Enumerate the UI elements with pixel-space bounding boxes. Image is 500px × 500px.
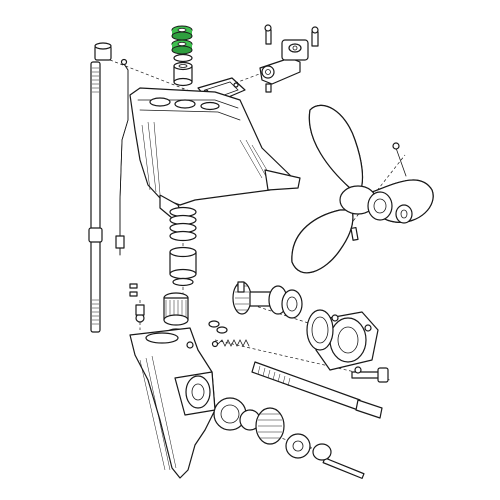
propeller-shaft (251, 361, 383, 419)
bolt (351, 367, 389, 383)
carrier-gasket (306, 309, 334, 351)
prop-nut (395, 204, 413, 224)
upper-gearcase-housing (129, 87, 301, 219)
detent-spring (211, 339, 250, 348)
cotter-pin (350, 142, 407, 241)
small-o-rings (208, 320, 228, 334)
clutch-dog (285, 433, 311, 459)
upper-bearing-stack (173, 53, 193, 87)
small-pins-left (129, 283, 145, 323)
lower-gearcase (129, 327, 216, 479)
drive-shaft (88, 61, 103, 333)
reverse-gear (213, 397, 285, 445)
shaft-top-bearing (94, 42, 112, 61)
shift-rod (115, 58, 129, 256)
green-oil-seal-rings[interactable] (171, 25, 193, 55)
mid-bearing-stack (169, 206, 197, 287)
shift-pin (312, 443, 365, 479)
water-pump-bracket (259, 24, 319, 93)
propeller (291, 104, 434, 274)
forward-gear-assembly (232, 281, 303, 319)
